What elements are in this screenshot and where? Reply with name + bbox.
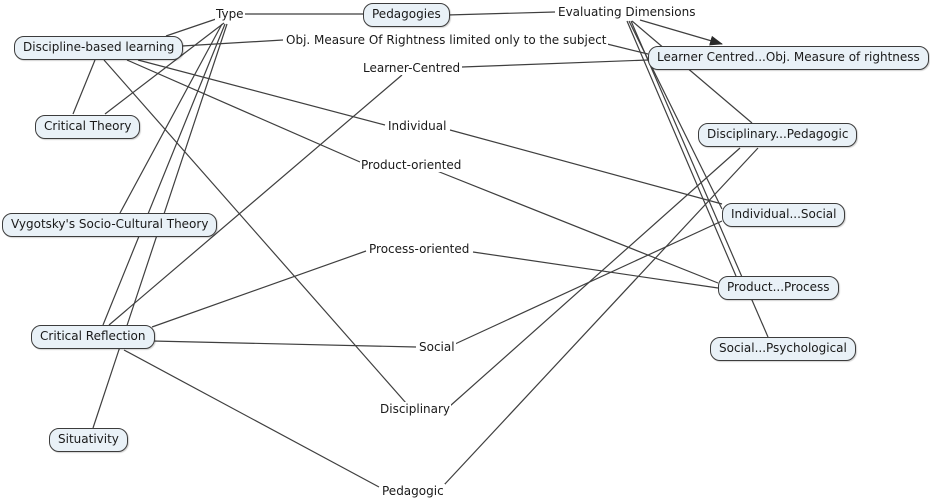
edge-product_oriented-prod_proc_box <box>436 170 719 284</box>
label-individual[interactable]: Individual <box>387 119 448 133</box>
node-social-psychological[interactable]: Social...Psychological <box>710 337 856 361</box>
edge-type-discipline_based <box>165 18 217 37</box>
label-pedagogic[interactable]: Pedagogic <box>381 484 445 498</box>
node-disciplinary-pedagogic[interactable]: Disciplinary...Pedagogic <box>698 123 858 147</box>
edge-evaluating_dims-prod_proc_box <box>626 20 737 277</box>
edge-disciplinary-disc_ped_box <box>449 147 741 407</box>
node-situativity[interactable]: Situativity <box>49 428 128 452</box>
edge-discipline_based-critical_theory <box>72 59 96 115</box>
node-product-process[interactable]: Product...Process <box>718 276 839 300</box>
node-individual-social[interactable]: Individual...Social <box>722 203 846 227</box>
edge-process_oriented-prod_proc_box <box>472 251 719 289</box>
edge-obj_measure-lc_obj_box <box>606 43 649 55</box>
edge-learner_centred-lc_obj_box <box>461 59 649 68</box>
edge-discipline_based-product_oriented <box>126 59 361 163</box>
label-disciplinary[interactable]: Disciplinary <box>379 402 452 416</box>
edge-type-critical_reflection <box>102 23 226 326</box>
node-discipline-based-learning[interactable]: Discipline-based learning <box>14 36 184 60</box>
edge-pedagogic-disc_ped_box <box>443 147 759 486</box>
edge-evaluating_dims-lc_obj_box <box>639 19 723 46</box>
label-evaluating-dimensions[interactable]: Evaluating Dimensions <box>557 5 697 19</box>
edge-pedagogies-evaluating_dims <box>446 11 556 16</box>
edge-critical_reflection-process_oriented <box>151 250 367 328</box>
edge-discipline_based-obj_measure <box>181 39 284 47</box>
node-vygotsky-socio-cultural-theory[interactable]: Vygotsky's Socio-Cultural Theory <box>2 213 218 237</box>
label-social[interactable]: Social <box>418 340 456 354</box>
node-critical-theory[interactable]: Critical Theory <box>35 115 141 139</box>
edge-evaluating_dims-disc_ped_box <box>631 20 753 124</box>
label-learner-centred[interactable]: Learner-Centred <box>362 61 462 75</box>
edge-critical_reflection-pedagogic <box>123 349 380 488</box>
label-product-oriented[interactable]: Product-oriented <box>360 158 463 172</box>
edge-critical_reflection-social <box>151 340 417 348</box>
label-type[interactable]: Type <box>215 7 245 21</box>
label-process-oriented[interactable]: Process-oriented <box>368 242 471 256</box>
label-obj-measure-of-rightness[interactable]: Obj. Measure Of Rightness limited only t… <box>285 33 608 47</box>
edge-type-critical_theory <box>104 22 225 115</box>
edge-discipline_based-individual <box>137 59 386 126</box>
node-pedagogies[interactable]: Pedagogies <box>363 3 450 27</box>
edge-type-vygotsky <box>119 23 223 214</box>
node-learner-centred-obj-measure[interactable]: Learner Centred...Obj. Measure of rightn… <box>648 46 929 70</box>
edge-critical_reflection-learner_centred <box>108 74 403 326</box>
node-critical-reflection[interactable]: Critical Reflection <box>31 325 155 349</box>
edge-individual-ind_soc_box <box>449 129 723 205</box>
